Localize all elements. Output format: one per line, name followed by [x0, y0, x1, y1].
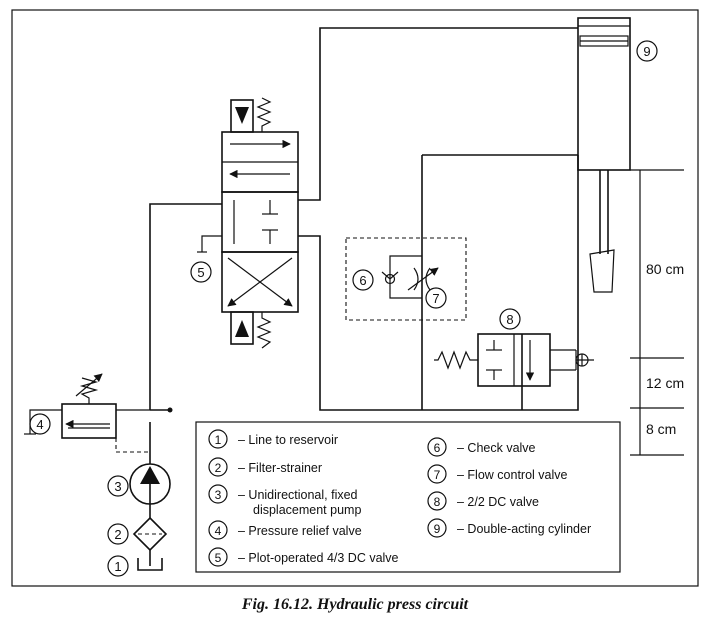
- tag-7: 7: [432, 291, 439, 306]
- dimension-8cm: 8 cm: [646, 421, 676, 437]
- legend-num-8: 8: [434, 495, 441, 509]
- dc-valve-4-3: [197, 97, 299, 349]
- legend-num-2: 2: [215, 461, 222, 475]
- dc-valve-2-2: [434, 333, 594, 387]
- legend-text-9: – Double-acting cylinder: [457, 522, 591, 536]
- legend: 1 – Line to reservoir 2 – Filter-straine…: [195, 421, 621, 573]
- legend-num-6: 6: [434, 441, 441, 455]
- tag-6: 6: [359, 273, 366, 288]
- legend-text-7: – Flow control valve: [457, 468, 568, 482]
- legend-text-1: – Line to reservoir: [238, 433, 338, 447]
- legend-text-4: – Pressure relief valve: [238, 524, 362, 538]
- legend-text-2: – Filter-strainer: [238, 461, 322, 475]
- tag-8: 8: [506, 312, 513, 327]
- tag-9: 9: [643, 44, 650, 59]
- tag-2: 2: [114, 527, 121, 542]
- legend-num-4: 4: [215, 524, 222, 538]
- reservoir: [137, 550, 163, 571]
- legend-text-8: – 2/2 DC valve: [457, 495, 539, 509]
- tag-1: 1: [114, 559, 121, 574]
- legend-text-3: – Unidirectional, fixed: [238, 488, 358, 502]
- legend-num-3: 3: [215, 488, 222, 502]
- double-acting-cylinder: [577, 17, 631, 293]
- legend-num-5: 5: [215, 551, 222, 565]
- dimension-lines: 80 cm 12 cm 8 cm: [630, 169, 684, 456]
- tag-4: 4: [36, 417, 43, 432]
- pressure-relief-valve: [24, 373, 150, 453]
- legend-box: [195, 421, 621, 573]
- pump: [129, 463, 171, 505]
- check-and-flow-control-valves: [345, 237, 467, 321]
- legend-num-7: 7: [434, 468, 441, 482]
- component-tags: 9 5 6 7 8 4 3 2 1: [29, 40, 658, 577]
- legend-num-1: 1: [215, 433, 222, 447]
- tag-5: 5: [197, 265, 204, 280]
- legend-text-3b: displacement pump: [253, 503, 361, 517]
- pipe-lines: [149, 27, 579, 508]
- legend-text-6: – Check valve: [457, 441, 536, 455]
- legend-text-5: – Plot-operated 4/3 DC valve: [238, 551, 399, 565]
- filter-strainer: [132, 508, 168, 552]
- figure-caption: Fig. 16.12. Hydraulic press circuit: [241, 596, 469, 613]
- tag-3: 3: [114, 479, 121, 494]
- legend-num-9: 9: [434, 522, 441, 536]
- outer-frame: [11, 9, 699, 587]
- dimension-12cm: 12 cm: [646, 375, 684, 391]
- dimension-80cm: 80 cm: [646, 261, 684, 277]
